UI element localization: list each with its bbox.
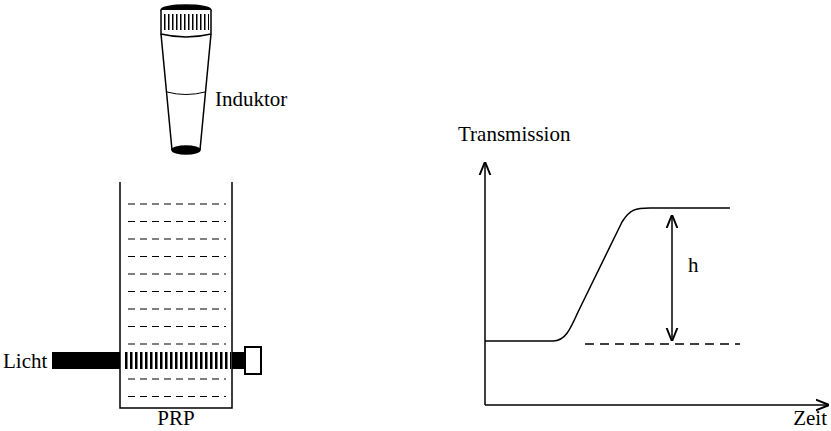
light-label: Licht: [3, 351, 47, 372]
pipette: [161, 5, 211, 154]
axis-title: Transmission: [458, 124, 570, 145]
cuvette: [120, 182, 232, 408]
height-label: h: [688, 255, 699, 276]
transmission-graph: [485, 163, 828, 405]
sample-label: PRP: [157, 408, 194, 429]
axis-title: Zeit: [793, 408, 827, 429]
light-beam: [52, 347, 261, 374]
inductor-label: Induktor: [215, 89, 287, 110]
